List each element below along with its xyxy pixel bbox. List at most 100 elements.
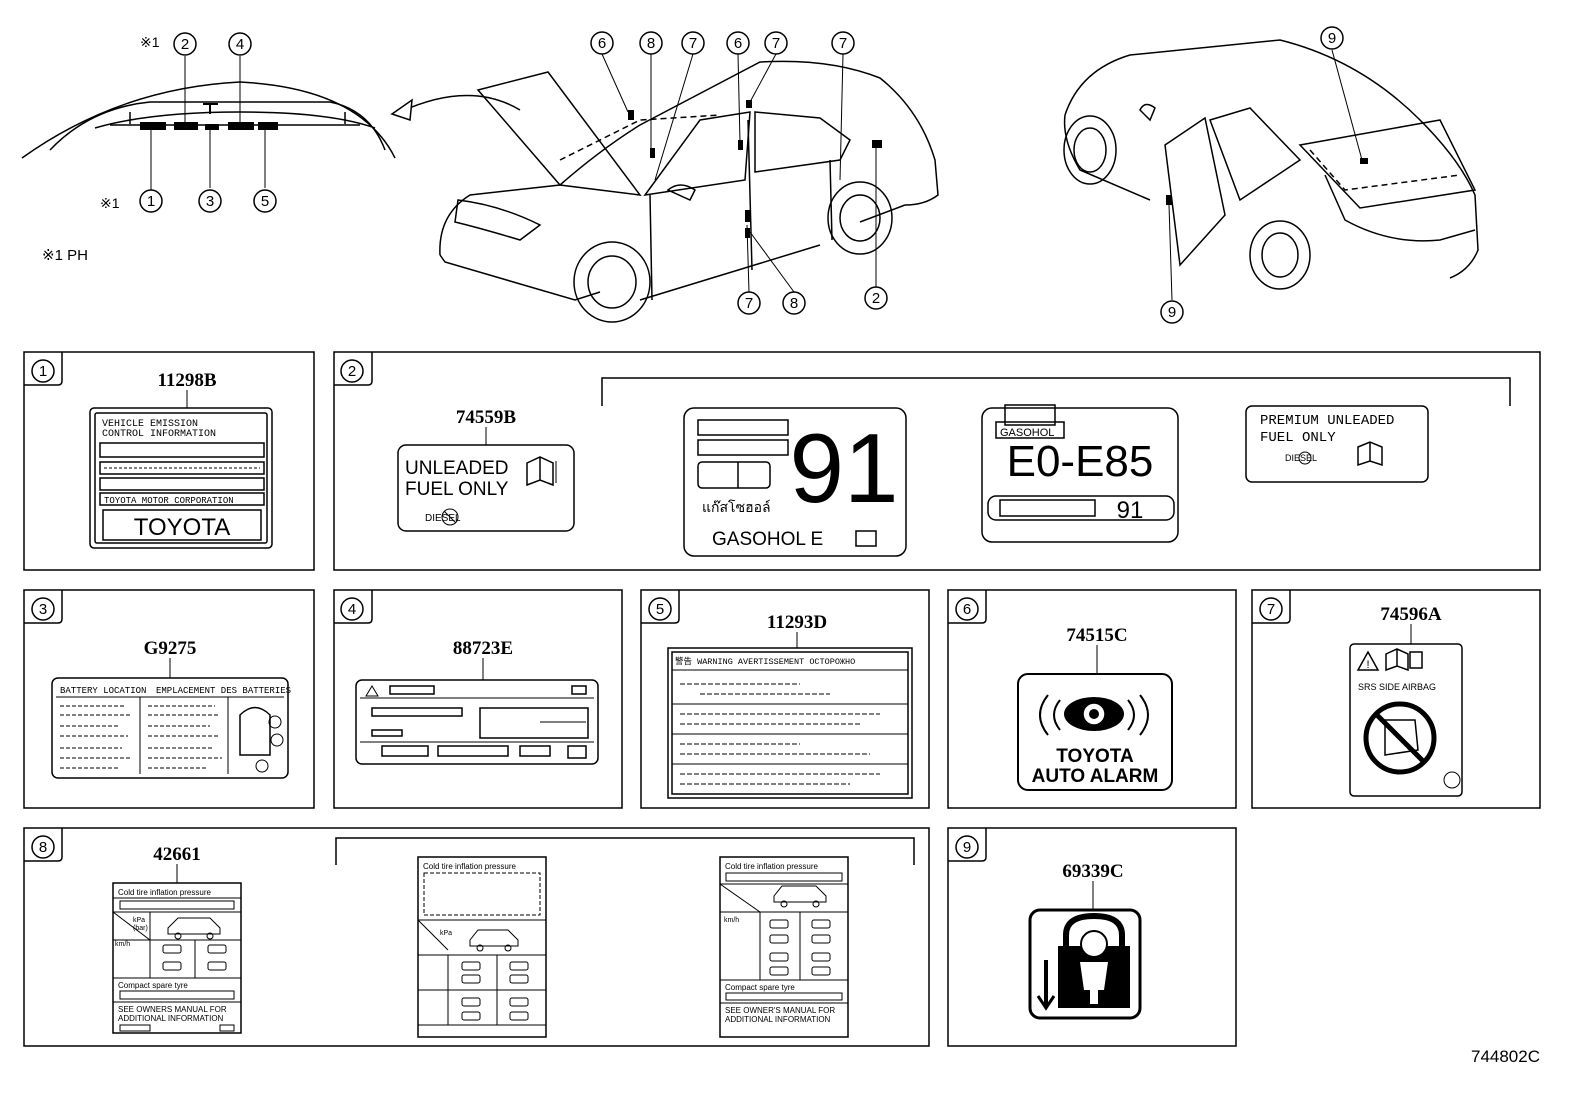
svg-text:VEHICLE EMISSION: VEHICLE EMISSION xyxy=(102,419,198,430)
part-number-42661: 42661 xyxy=(153,844,201,865)
svg-text:4: 4 xyxy=(236,36,244,53)
svg-text:EMPLACEMENT DES BATTERIES: EMPLACEMENT DES BATTERIES xyxy=(156,686,291,696)
svg-text:Cold tire inflation pressure: Cold tire inflation pressure xyxy=(423,862,516,871)
car-front-view xyxy=(390,53,939,323)
svg-text:SEE OWNER'S MANUAL FOR: SEE OWNER'S MANUAL FOR xyxy=(725,1006,835,1015)
callout-1-dash: 1 xyxy=(139,189,163,213)
svg-text:Compact spare tyre: Compact spare tyre xyxy=(725,983,795,992)
callout-9-rear-a: 9 xyxy=(1320,26,1344,50)
callout-8-car-b: 8 xyxy=(782,291,806,315)
part-number-11298B: 11298B xyxy=(157,370,216,391)
callout-2-dash: 2 xyxy=(173,32,197,56)
part-number-69339C: 69339C xyxy=(1062,861,1123,882)
svg-text:9: 9 xyxy=(1328,30,1336,47)
svg-text:警告 WARNING AVERTISSEMENT ОС: 警告 WARNING AVERTISSEMENT ОСТОРОЖНО xyxy=(675,656,855,667)
svg-text:GASOHOL: GASOHOL xyxy=(1000,427,1054,439)
svg-text:Cold tire inflation pressure: Cold tire inflation pressure xyxy=(118,888,211,897)
svg-text:SEE OWNERS MANUAL FOR: SEE OWNERS MANUAL FOR xyxy=(118,1005,227,1014)
callout-4-dash: 4 xyxy=(228,32,252,56)
svg-text:FUEL ONLY: FUEL ONLY xyxy=(1260,430,1336,446)
svg-text:6: 6 xyxy=(734,35,742,52)
panel-1: 1 11298B VEHICLE EMISSION CONTROL INFORM… xyxy=(23,351,315,571)
part-number-74559B: 74559B xyxy=(456,407,517,428)
svg-text:kPa: kPa xyxy=(440,930,452,937)
svg-text:8: 8 xyxy=(647,35,655,52)
panel-8: 8 42661 Cold tire inflation pressure kPa… xyxy=(23,827,930,1047)
svg-text:7: 7 xyxy=(839,35,847,52)
svg-text:91: 91 xyxy=(789,413,898,523)
svg-text:6: 6 xyxy=(963,601,971,618)
callout-6-car-b: 6 xyxy=(726,31,750,55)
svg-text:8: 8 xyxy=(790,295,798,312)
svg-text:5: 5 xyxy=(261,193,269,210)
callout-7-car-d: 7 xyxy=(737,291,761,315)
svg-text:7: 7 xyxy=(772,35,780,52)
svg-text:FUEL ONLY: FUEL ONLY xyxy=(405,479,509,500)
svg-text:GASOHOL E: GASOHOL E xyxy=(712,529,823,550)
svg-text:DIESEL: DIESEL xyxy=(1285,453,1317,463)
svg-text:ADDITIONAL INFORMATION: ADDITIONAL INFORMATION xyxy=(118,1014,224,1023)
svg-text:ADDITIONAL INFORMATION: ADDITIONAL INFORMATION xyxy=(725,1015,831,1024)
svg-text:km/h: km/h xyxy=(115,941,130,948)
svg-text:9: 9 xyxy=(963,839,971,856)
svg-text:7: 7 xyxy=(745,295,753,312)
svg-text:TOYOTA MOTOR CORPORATION: TOYOTA MOTOR CORPORATION xyxy=(104,496,234,506)
part-number-74515C: 74515C xyxy=(1066,625,1127,646)
note-text: ※1 PH xyxy=(42,247,88,264)
callout-8-car-a: 8 xyxy=(639,31,663,55)
svg-text:2: 2 xyxy=(348,363,356,380)
part-number-G9275: G9275 xyxy=(144,638,197,659)
callout-3-dash: 3 xyxy=(198,189,222,213)
svg-text:(bar): (bar) xyxy=(133,925,148,932)
panel-3: 3 G9275 BATTERY LOCATION EMPLACEMENT DES… xyxy=(23,589,315,809)
svg-text:6: 6 xyxy=(598,35,606,52)
car-rear-view xyxy=(1063,39,1479,301)
svg-text:BATTERY LOCATION: BATTERY LOCATION xyxy=(60,686,146,696)
callout-6-car-a: 6 xyxy=(590,31,614,55)
panel-9: 9 69339C xyxy=(947,827,1237,1047)
callout-7-car-a: 7 xyxy=(681,31,705,55)
svg-text:kPa: kPa xyxy=(133,917,145,924)
callout-2-car: 2 xyxy=(864,286,888,310)
svg-text:km/h: km/h xyxy=(724,917,739,924)
svg-text:3: 3 xyxy=(206,193,214,210)
svg-text:5: 5 xyxy=(656,601,664,618)
callout-7-car-b: 7 xyxy=(764,31,788,55)
svg-text:9: 9 xyxy=(1168,304,1176,321)
svg-text:1: 1 xyxy=(147,193,155,210)
svg-text:91: 91 xyxy=(1117,497,1144,524)
svg-text:CONTROL INFORMATION: CONTROL INFORMATION xyxy=(102,429,216,440)
svg-text:2: 2 xyxy=(872,290,880,307)
svg-text:7: 7 xyxy=(689,35,697,52)
svg-text:4: 4 xyxy=(348,601,356,618)
svg-text:TOYOTA: TOYOTA xyxy=(134,514,230,541)
svg-text:AUTO ALARM: AUTO ALARM xyxy=(1032,766,1159,787)
svg-text:!: ! xyxy=(1366,659,1369,671)
dashboard-view xyxy=(21,56,396,190)
svg-text:E0-E85: E0-E85 xyxy=(1007,437,1154,486)
callout-7-car-c: 7 xyxy=(831,31,855,55)
svg-text:SRS SIDE AIRBAG: SRS SIDE AIRBAG xyxy=(1358,682,1436,692)
svg-text:UNLEADED: UNLEADED xyxy=(405,458,508,479)
svg-text:3: 3 xyxy=(39,601,47,618)
panel-6: 6 74515C TOYOTA AUTO ALARM xyxy=(947,589,1237,809)
svg-text:PREMIUM UNLEADED: PREMIUM UNLEADED xyxy=(1260,413,1394,429)
part-number-11293D: 11293D xyxy=(767,612,827,633)
svg-text:8: 8 xyxy=(39,839,47,856)
svg-text:แก๊สโซฮอล์: แก๊สโซฮอล์ xyxy=(702,499,771,515)
diagram-id: 744802C xyxy=(1471,1047,1540,1066)
svg-text:2: 2 xyxy=(181,36,189,53)
panel-5: 5 11293D 警告 WARNING AVERTISSEMENT ОСТОРО… xyxy=(640,589,930,809)
callout-9-rear-b: 9 xyxy=(1160,300,1184,324)
svg-text:Cold tire inflation pressure: Cold tire inflation pressure xyxy=(725,862,818,871)
note-mark-top: ※1 xyxy=(140,34,160,50)
svg-text:7: 7 xyxy=(1267,601,1275,618)
part-number-74596A: 74596A xyxy=(1380,604,1442,625)
note-mark-bottom: ※1 xyxy=(100,195,120,211)
callout-5-dash: 5 xyxy=(253,189,277,213)
svg-text:DIESEL: DIESEL xyxy=(425,513,461,524)
panel-7: 7 74596A ! SRS SIDE AIRBAG xyxy=(1251,589,1541,809)
svg-text:Compact spare tyre: Compact spare tyre xyxy=(118,981,188,990)
panel-2: 2 74559B UNLEADED FUEL ONLY DIESEL 91 แก… xyxy=(333,351,1541,571)
